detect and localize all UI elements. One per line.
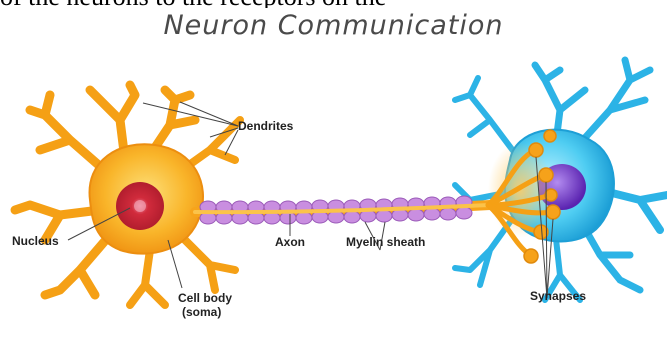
cell-body-label: Cell body [178,291,232,305]
axon-label: Axon [275,235,305,249]
dendrites-label: Dendrites [238,119,294,133]
nucleus-label: Nucleus [12,234,59,248]
synapses-label: Synapses [530,289,586,303]
axon [195,196,490,224]
myelin-sheath-label: Myelin sheath [346,235,425,249]
soma-label: (soma) [182,305,221,319]
receiving-neuron [450,60,667,300]
